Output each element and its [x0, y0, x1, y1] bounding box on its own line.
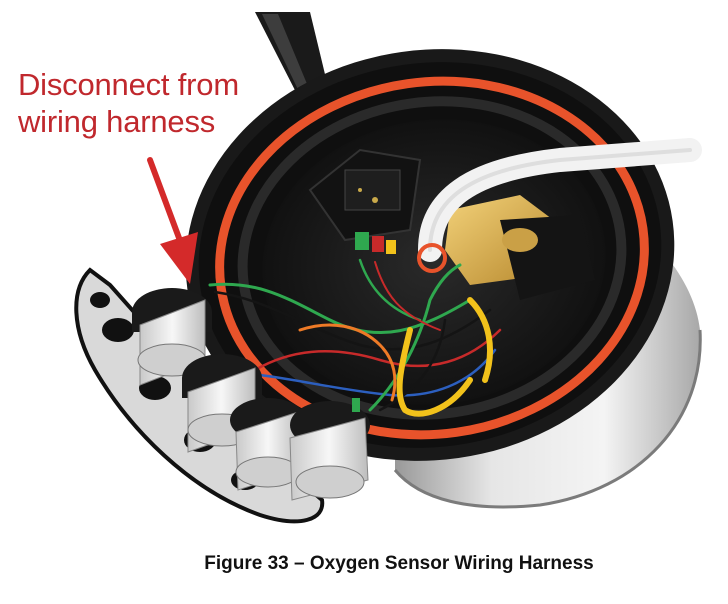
arrow-icon [147, 157, 198, 284]
cable [255, 12, 330, 100]
wiring-harness [208, 258, 502, 417]
callout-line-2: wiring harness [18, 104, 216, 139]
callout-label: Disconnect from wiring harness [18, 66, 239, 140]
oxygen-sensor-4 [289, 398, 370, 501]
callout-line-1: Disconnect from [18, 67, 239, 102]
oxygen-sensor-housing-photo [74, 12, 702, 524]
internal-components [308, 138, 702, 300]
oxygen-sensor-3 [230, 398, 306, 491]
figure-caption-text: Figure 33 – Oxygen Sensor Wiring Harness [204, 553, 594, 574]
figure-caption: Figure 33 – Oxygen Sensor Wiring Harness [0, 553, 728, 575]
oxygen-sensor-1 [132, 288, 212, 386]
